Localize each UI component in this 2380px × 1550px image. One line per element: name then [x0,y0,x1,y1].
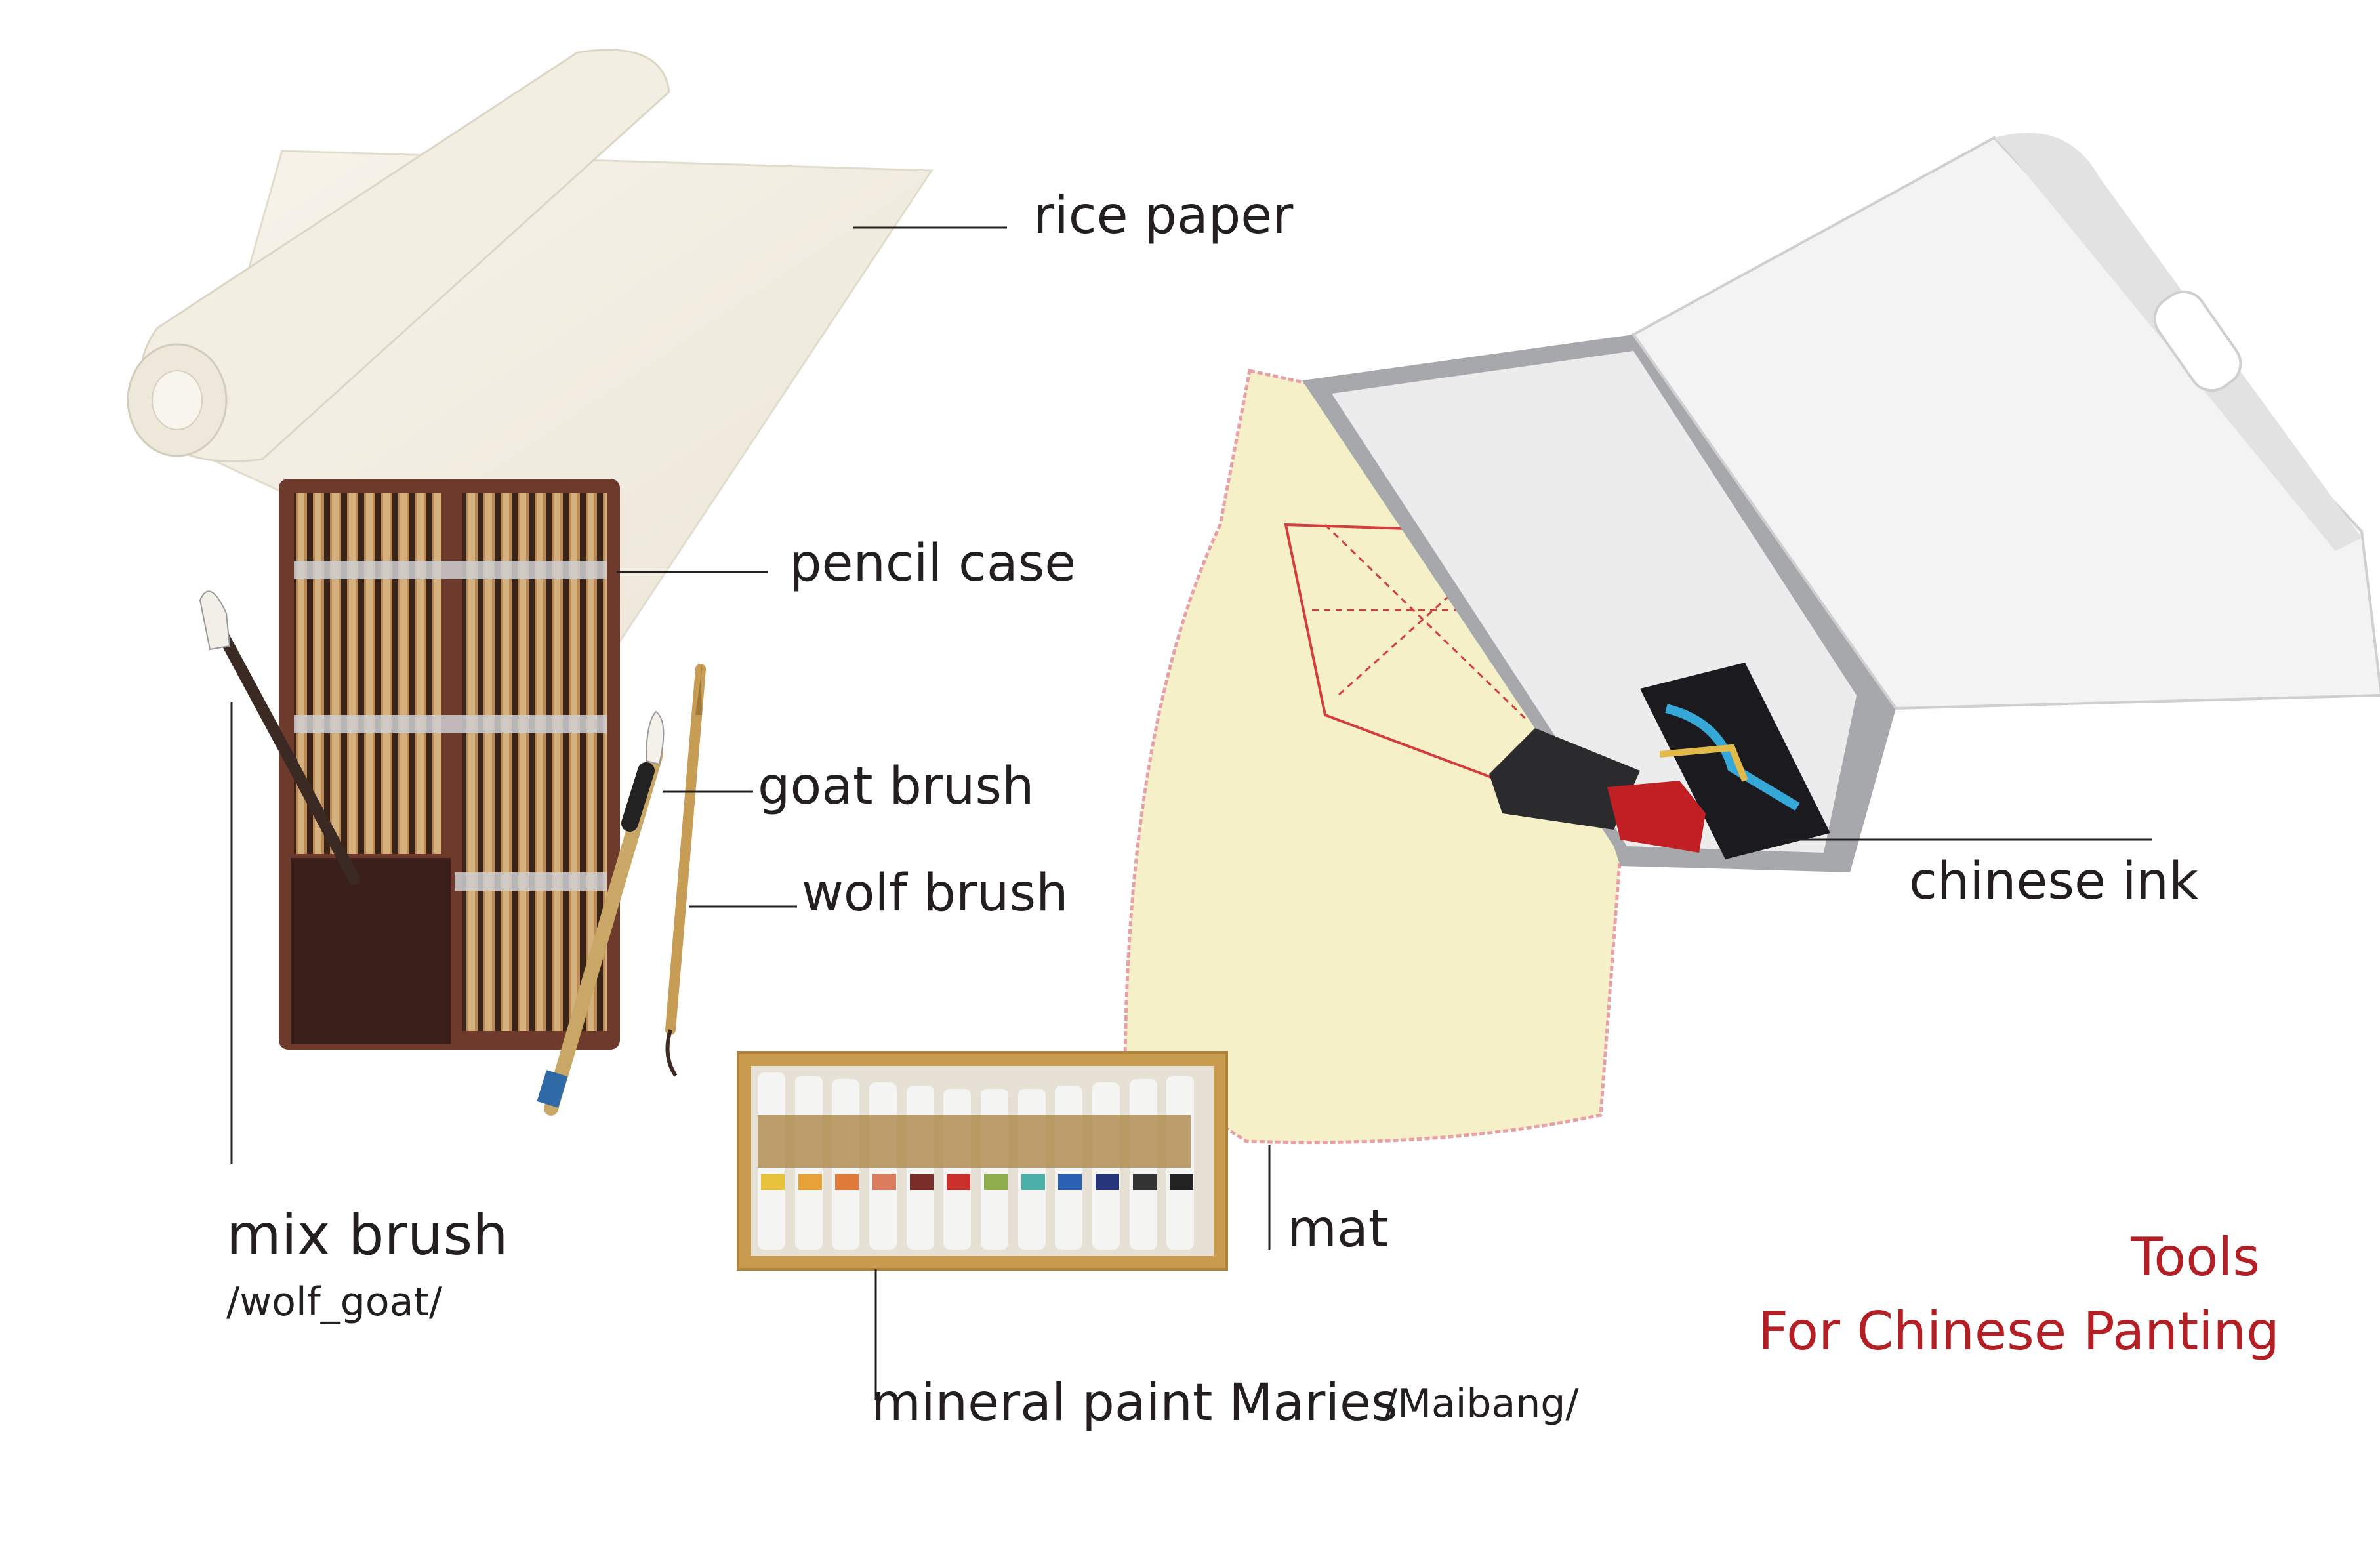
leader-lines [230,226,2152,1400]
label-pencil-case: pencil case [789,534,1077,593]
title-line-1: Tools [2131,1227,2261,1288]
box-illustration [1302,133,2380,872]
title-line-2: For Chinese Panting [1758,1301,2280,1362]
pencil-case-illustration [279,479,620,1050]
wolf-brush-illustration [665,663,706,1077]
goat-brush-illustration [537,710,665,1116]
paint-box-illustration [737,1051,1228,1271]
label-mineral-paint: mineral paint Maries [871,1374,1398,1433]
mix-brush-illustration [199,590,360,885]
paint-tubes [758,1072,1194,1250]
label-mix-brush-sub: /wolf_goat/ [226,1279,443,1325]
label-mineral-paint-sub: /Maibang/ [1384,1381,1579,1427]
label-goat-brush: goat brush [758,757,1035,816]
label-chinese-ink: chinese ink [1909,852,2199,911]
label-mix-brush: mix brush [226,1202,508,1268]
label-rice-paper: rice paper [1033,186,1294,245]
label-wolf-brush: wolf brush [802,864,1069,923]
label-mat: mat [1287,1200,1389,1259]
